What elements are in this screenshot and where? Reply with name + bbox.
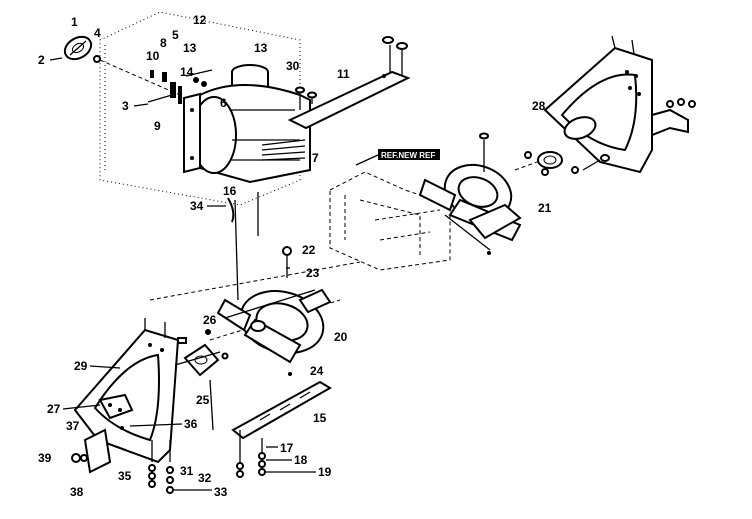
mounting-bar (287, 36, 411, 130)
scraper-bar (231, 380, 332, 478)
callout-7: 7 (312, 151, 319, 165)
callout-28: 28 (532, 99, 546, 113)
callout-24: 24 (310, 364, 324, 378)
clip-spring (227, 197, 235, 223)
callout-34: 34 (190, 199, 204, 213)
callout-39: 39 (38, 451, 52, 465)
callout-3: 3 (122, 99, 129, 113)
callout-36: 36 (184, 417, 198, 431)
callout-18: 18 (294, 453, 308, 467)
callout-5: 5 (172, 28, 179, 42)
callout-32: 32 (198, 471, 212, 485)
callout-14: 14 (180, 65, 194, 79)
callout-38: 38 (70, 485, 84, 499)
callout-2: 2 (38, 53, 45, 67)
callout-33: 33 (214, 485, 228, 499)
callout-19: 19 (318, 465, 332, 479)
callout-1: 1 (71, 15, 78, 29)
callout-26: 26 (203, 313, 217, 327)
side-plate-left (71, 318, 212, 494)
callout-16: 16 (223, 184, 237, 198)
callout-30: 30 (286, 59, 300, 73)
callout-8: 8 (160, 36, 167, 50)
callout-27: 27 (47, 402, 61, 416)
crank-handwheel (63, 35, 181, 96)
callout-23: 23 (306, 266, 320, 280)
callout-10: 10 (146, 49, 160, 63)
callout-21: 21 (538, 201, 552, 215)
callout-13a: 13 (183, 41, 197, 55)
callout-20: 20 (334, 330, 348, 344)
gear-shaft-hardware (147, 69, 213, 104)
callout-37: 37 (66, 419, 80, 433)
auger-left (216, 246, 332, 376)
callout-11: 11 (337, 67, 350, 81)
callout-9: 9 (154, 119, 161, 133)
callout-31: 31 (180, 464, 194, 478)
svg-text:REF.NEW REF: REF.NEW REF (381, 151, 435, 160)
callout-35: 35 (118, 469, 132, 483)
callout-13b: 13 (254, 41, 268, 55)
bearing-flange (174, 329, 229, 377)
auger-housing (99, 11, 311, 206)
callout-6: 6 (220, 96, 227, 110)
callout-12: 12 (193, 13, 207, 27)
callout-22: 22 (302, 243, 316, 257)
callout-labels: 1 2 3 4 5 6 7 8 9 10 11 12 13 13 14 15 1… (38, 13, 552, 499)
callout-17: 17 (280, 441, 294, 455)
callout-4: 4 (94, 26, 101, 40)
callout-29: 29 (74, 359, 88, 373)
callout-15: 15 (313, 411, 327, 425)
callout-25: 25 (196, 393, 210, 407)
auger-right (418, 132, 549, 255)
reference-label: REF.NEW REF (355, 149, 440, 166)
side-plate-right (524, 35, 696, 176)
